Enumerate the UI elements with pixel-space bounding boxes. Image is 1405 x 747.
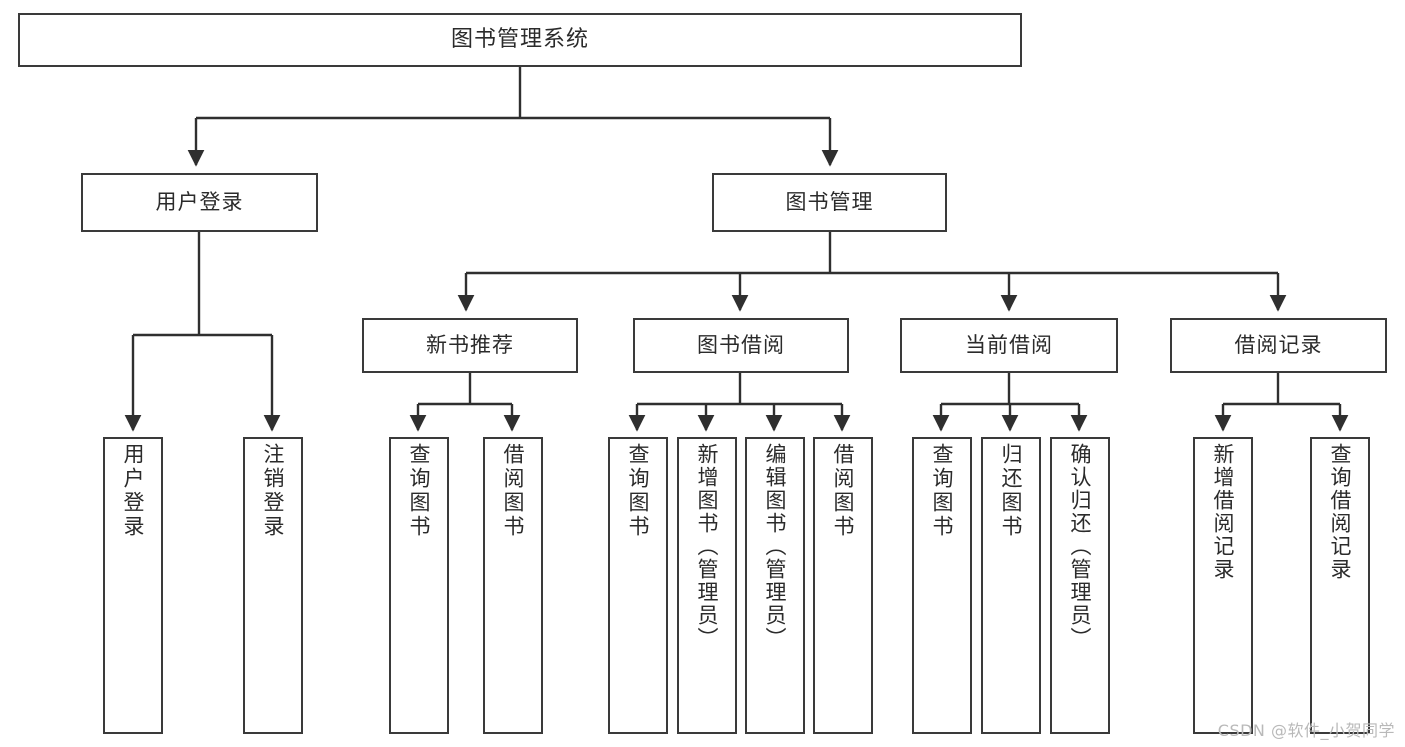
node-current-borrow-label: 当前借阅: [965, 333, 1053, 358]
node-user-login-label: 用户登录: [155, 190, 244, 215]
leaf-add-book-admin-label: 新增图书（管理员）: [695, 443, 720, 650]
node-new-book-recommend-label: 新书推荐: [426, 333, 514, 358]
leaf-borrow-book-borrow-label: 借阅图书: [831, 443, 856, 539]
node-user-login[interactable]: 用户登录: [81, 173, 318, 232]
leaf-query-book-borrow-label: 查询图书: [626, 443, 651, 539]
leaf-borrow-book-borrow[interactable]: 借阅图书: [813, 437, 873, 734]
leaf-borrow-book-recommend-label: 借阅图书: [501, 443, 526, 539]
leaf-edit-book-admin[interactable]: 编辑图书（管理员）: [745, 437, 805, 734]
node-current-borrow[interactable]: 当前借阅: [900, 318, 1118, 373]
leaf-user-login[interactable]: 用户登录: [103, 437, 163, 734]
leaf-query-book-recommend[interactable]: 查询图书: [389, 437, 449, 734]
node-borrow-record[interactable]: 借阅记录: [1170, 318, 1387, 373]
leaf-query-book-borrow[interactable]: 查询图书: [608, 437, 668, 734]
node-book-borrow[interactable]: 图书借阅: [633, 318, 849, 373]
leaf-query-book-current[interactable]: 查询图书: [912, 437, 972, 734]
leaf-borrow-book-recommend[interactable]: 借阅图书: [483, 437, 543, 734]
leaf-query-borrow-record-label: 查询借阅记录: [1328, 443, 1353, 581]
node-root[interactable]: 图书管理系统: [18, 13, 1022, 67]
node-book-manage[interactable]: 图书管理: [712, 173, 947, 232]
leaf-user-login-label: 用户登录: [121, 443, 146, 539]
node-root-label: 图书管理系统: [450, 27, 589, 53]
node-book-borrow-label: 图书借阅: [697, 333, 785, 358]
leaf-user-logout-label: 注销登录: [261, 443, 286, 539]
leaf-return-book[interactable]: 归还图书: [981, 437, 1041, 734]
leaf-query-book-current-label: 查询图书: [930, 443, 955, 539]
leaf-confirm-return-admin[interactable]: 确认归还（管理员）: [1050, 437, 1110, 734]
leaf-confirm-return-admin-label: 确认归还（管理员）: [1068, 443, 1093, 650]
leaf-edit-book-admin-label: 编辑图书（管理员）: [763, 443, 788, 650]
node-borrow-record-label: 借阅记录: [1234, 333, 1323, 358]
leaf-user-logout[interactable]: 注销登录: [243, 437, 303, 734]
leaf-add-book-admin[interactable]: 新增图书（管理员）: [677, 437, 737, 734]
leaf-add-borrow-record[interactable]: 新增借阅记录: [1193, 437, 1253, 734]
leaf-query-borrow-record[interactable]: 查询借阅记录: [1310, 437, 1370, 734]
leaf-add-borrow-record-label: 新增借阅记录: [1211, 443, 1236, 581]
node-new-book-recommend[interactable]: 新书推荐: [362, 318, 578, 373]
node-book-manage-label: 图书管理: [785, 190, 874, 215]
watermark: CSDN @软件_小贺同学: [1217, 721, 1395, 740]
leaf-return-book-label: 归还图书: [999, 443, 1024, 539]
leaf-query-book-recommend-label: 查询图书: [407, 443, 432, 539]
